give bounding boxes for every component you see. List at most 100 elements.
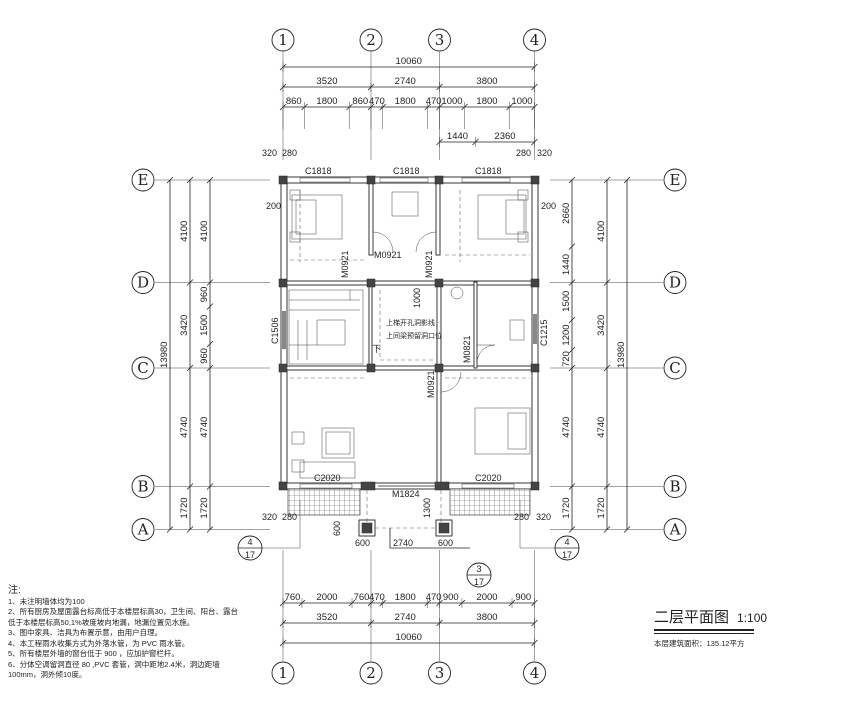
grid-label-2: 2 <box>366 664 376 682</box>
dimension-value: 3800 <box>476 612 497 623</box>
grid-bubble <box>428 661 451 685</box>
structural-columns <box>278 175 540 537</box>
grid-label-1: 1 <box>278 31 288 49</box>
window-label: C2020 <box>314 473 341 483</box>
dimension-value: 3420 <box>179 315 190 336</box>
grid-bubble <box>663 356 687 380</box>
dim-1000: 1000 <box>412 288 422 308</box>
grid-label-3: 3 <box>435 664 445 682</box>
dimension-tick <box>568 483 576 490</box>
dimension-tick <box>206 340 214 348</box>
dimension-tick <box>568 364 576 372</box>
dim-280: 280 <box>282 512 297 522</box>
dim-320: 320 <box>262 512 277 522</box>
dimension-tick <box>603 364 611 372</box>
dimension-tick <box>186 176 194 184</box>
dimension-value: 4740 <box>596 417 607 438</box>
hole-line-note: 上梯开孔洞影线 <box>386 318 435 327</box>
window-label: C1818 <box>393 166 420 176</box>
dimension-value: 1440 <box>561 254 572 275</box>
dimension-tick <box>186 526 194 533</box>
dimension-value: 10060 <box>396 632 422 643</box>
dimension-value: 960 <box>199 348 210 364</box>
dimension-value: 4740 <box>561 417 572 438</box>
grid-label-D: D <box>669 274 681 292</box>
dimension-tick <box>568 279 576 286</box>
dimension-value: 1720 <box>596 497 607 518</box>
drawing-title: 二层平面图 <box>654 609 730 626</box>
dimension-value: 2740 <box>395 612 416 623</box>
grid-label-C: C <box>669 359 680 377</box>
dimension-tick <box>568 526 576 533</box>
dimension-value: 470 <box>426 592 442 603</box>
balcony-left <box>287 488 361 516</box>
dim-1300: 1300 <box>422 498 432 518</box>
detail-number: 4 <box>247 537 252 547</box>
stair-down-label: 下 <box>372 344 381 354</box>
dimension-tick <box>206 526 214 533</box>
note-item: 5、所有楼层外墙的窗台低于 900 ，应加护窗栏杆。 <box>8 649 179 658</box>
dimension-value: 10060 <box>396 56 422 67</box>
detail-number: 3 <box>476 564 481 574</box>
grid-bubble <box>131 356 155 380</box>
dimension-value: 900 <box>515 592 531 603</box>
drawing-scale: 1:100 <box>737 611 768 625</box>
door-label: M0921 <box>374 250 402 260</box>
dimension-value: 470 <box>426 96 442 107</box>
dimension-value: 3520 <box>316 612 337 623</box>
grid-label-1: 1 <box>278 664 288 682</box>
window-label: C1818 <box>475 166 502 176</box>
dim-2740: 2740 <box>393 538 413 548</box>
window-label: C1818 <box>305 166 332 176</box>
dim-600: 600 <box>438 538 453 548</box>
grid-bubble <box>131 271 155 294</box>
dimension-value: 1800 <box>316 96 337 107</box>
grid-label-A: A <box>669 521 681 539</box>
window-label: C1215 <box>539 319 549 346</box>
grid-bubble <box>523 28 546 52</box>
windows <box>282 177 537 489</box>
grid-label-3: 3 <box>435 31 445 49</box>
dimension-tick <box>186 364 194 372</box>
grid-bubble <box>359 28 383 52</box>
door-label: M0921 <box>340 250 350 278</box>
grid-bubble <box>523 661 546 685</box>
grid-label-E: E <box>670 171 681 189</box>
dimension-tick <box>623 176 631 184</box>
door-label: M0821 <box>462 335 472 363</box>
dimension-value: 1000 <box>511 96 532 107</box>
grid-bubble <box>131 475 155 498</box>
inner-wall <box>283 280 536 286</box>
door-label: M1824 <box>392 489 420 499</box>
floor-area: 本层建筑面积：135.12平方 <box>654 638 745 648</box>
dimension-value: 900 <box>443 592 459 603</box>
dimension-value: 1200 <box>561 324 572 345</box>
detail-sheet: 17 <box>245 550 255 560</box>
dimension-tick <box>568 243 576 250</box>
inner-wall <box>473 281 478 369</box>
note-item: 3、图中家具、洁具为布置示意，由用户自理。 <box>8 628 163 637</box>
dimension-value: 1720 <box>179 497 190 518</box>
grid-bubble <box>131 168 155 192</box>
balcony-right <box>449 488 531 516</box>
dimension-value: 2000 <box>316 592 337 603</box>
dimension-value: 3420 <box>596 315 607 336</box>
doors <box>372 231 496 487</box>
dimension-value: 1000 <box>441 96 462 107</box>
dim-320: 320 <box>536 512 551 522</box>
grid-bubble <box>271 28 295 52</box>
dimension-tick <box>568 176 576 184</box>
dimension-value: 470 <box>369 96 385 107</box>
door-label: M0921 <box>424 250 434 278</box>
dimension-value: 13980 <box>616 342 627 368</box>
grid-bubble <box>271 661 295 685</box>
drawing-title-block: 二层平面图 1:100 本层建筑面积：135.12平方 <box>654 606 767 649</box>
note-item: 2、所有厨房及屋面露台标高低于本楼层标高30，卫生间、阳台、露台低于本楼层标高5… <box>8 607 239 627</box>
dimension-value: 4100 <box>596 221 607 242</box>
window-label: C2020 <box>475 473 502 483</box>
dimension-tick <box>568 316 576 324</box>
grid-bubble <box>663 475 687 498</box>
inner-wall <box>283 365 536 371</box>
dimension-tick <box>206 303 214 310</box>
dim-200: 200 <box>266 201 281 211</box>
